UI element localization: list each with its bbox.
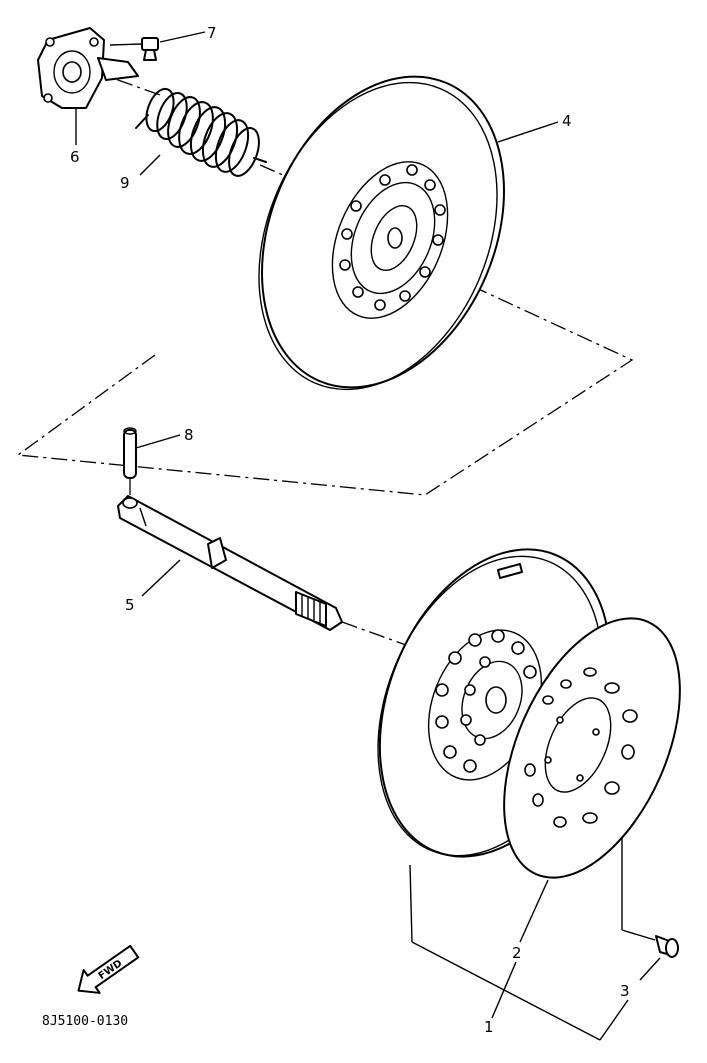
sliding-sheave — [258, 75, 505, 391]
leader-lines — [75, 31, 661, 1041]
cooling-plate — [503, 617, 681, 879]
fixed-sheave-holes — [435, 629, 537, 773]
fitting-bolt — [141, 37, 159, 61]
callout-7: 7 — [207, 24, 217, 42]
spring — [135, 87, 267, 177]
forward-direction-arrow: FWD — [77, 944, 140, 994]
callout-2: 2 — [512, 944, 522, 962]
callout-5: 5 — [125, 596, 135, 614]
callout-4: 4 — [562, 112, 572, 130]
callout-3: 3 — [620, 982, 630, 1000]
cooling-plate-vents — [524, 667, 638, 828]
primary-shaft — [117, 495, 343, 631]
pin — [123, 427, 137, 479]
sheave-bolt-holes — [339, 164, 446, 311]
diagram-code: 8J5100-0130 — [42, 1014, 128, 1029]
callout-labels: 1 2 3 4 5 6 7 8 9 — [70, 24, 630, 1036]
callout-1: 1 — [484, 1018, 494, 1036]
bolt — [655, 935, 679, 958]
spider-cap — [37, 27, 139, 122]
callout-8: 8 — [184, 426, 194, 444]
callout-6: 6 — [70, 148, 80, 166]
callout-9: 9 — [120, 174, 130, 192]
